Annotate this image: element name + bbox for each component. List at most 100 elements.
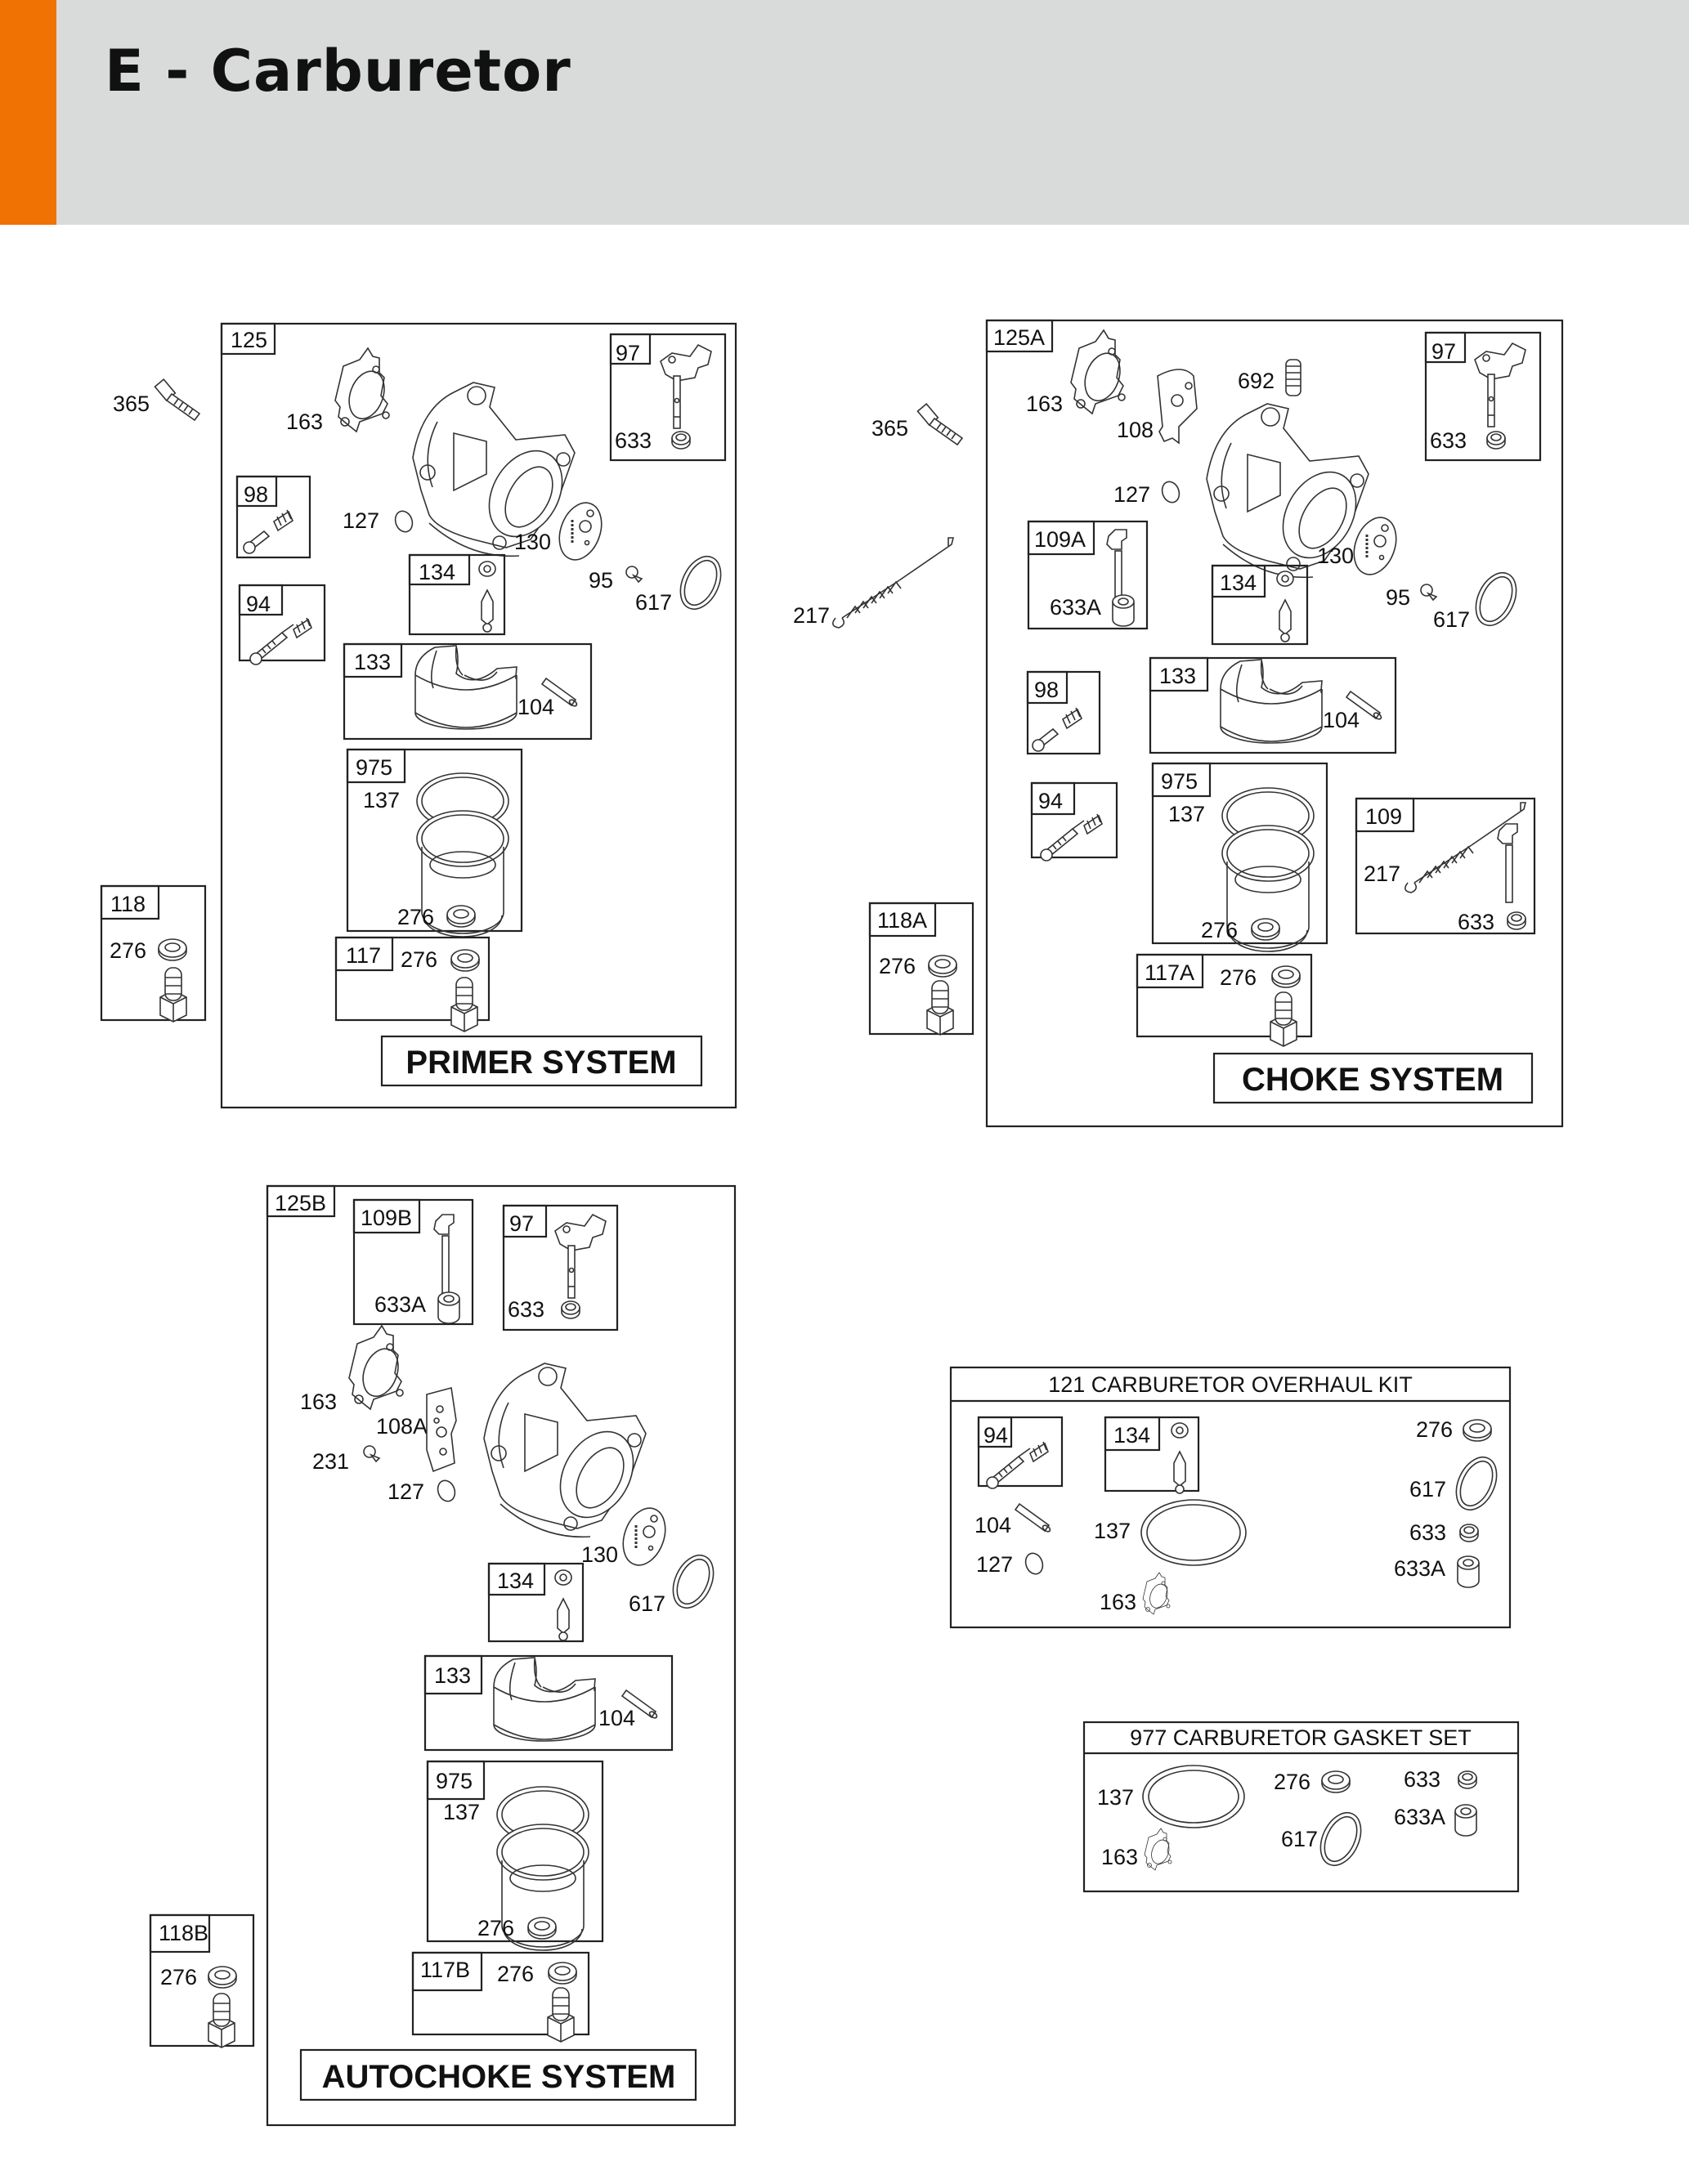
washer-icon [158, 938, 187, 961]
inlet-needle-icon [554, 1569, 572, 1641]
float-icon [1220, 659, 1323, 744]
choke-float-kit-box [1149, 656, 1397, 754]
primer-mixture-screw-kit-label: 94 [246, 592, 271, 616]
washer-icon [1321, 1770, 1351, 1793]
primer-float-plate-label: 130 [514, 530, 551, 554]
autochoke-panel-border [266, 1184, 737, 2127]
primer-idle-screw-kit-label: 98 [244, 482, 268, 507]
primer-bowl-kit-label: 975 [356, 755, 392, 780]
overhaul-kit-panel: 121 CARBURETOR OVERHAUL KIT 94 134 104 1… [949, 1366, 1512, 1629]
seal-icon [1454, 1804, 1477, 1837]
mixture-screw-icon [986, 1441, 1049, 1489]
choke-shaft-kit-box [1355, 797, 1536, 935]
autochoke-choke-kit-label: 109B [361, 1206, 412, 1230]
autochoke-bowl-gasket-label: 137 [443, 1800, 480, 1824]
primer-bowl-nut-washer-label: 276 [110, 938, 146, 963]
primer-nut-washer-label: 276 [401, 947, 437, 972]
autochoke-needle-ref-box [487, 1562, 546, 1596]
autochoke-caption-box [299, 2048, 697, 2101]
choke-needle-kit-label: 134 [1220, 571, 1257, 595]
washer-icon [1251, 918, 1280, 941]
autochoke-bowl-ref-box [426, 1760, 486, 1801]
primer-throttle-kit-ref-box [609, 333, 652, 365]
autochoke-float-pin-label: 104 [598, 1706, 635, 1730]
o-ring-icon [1447, 1450, 1506, 1517]
washer-icon [446, 905, 476, 928]
choke-mixture-screw-kit-label: 94 [1038, 789, 1063, 813]
seal-icon [561, 1300, 580, 1319]
primer-ref-box [220, 322, 276, 356]
mixture-screw-icon [1040, 813, 1103, 862]
bolt-icon [154, 378, 200, 421]
primer-throttle-kit-box [609, 333, 727, 462]
bowl-nut-icon [159, 967, 187, 1023]
gasket-set-o-ring-label: 617 [1281, 1827, 1318, 1851]
primer-bowl-gasket-label: 137 [363, 788, 400, 812]
choke-nut-kit-box [1136, 953, 1313, 1038]
primer-float-ref-box [343, 642, 403, 678]
seal-icon [1459, 1524, 1479, 1542]
primer-mixture-screw-ref-box [238, 584, 284, 616]
bowl-nut-icon [450, 977, 478, 1032]
bowl-nut-icon [1270, 991, 1297, 1047]
autochoke-float-plate-label: 130 [581, 1542, 618, 1567]
choke-spring-small-label: 692 [1238, 369, 1275, 393]
choke-mixture-screw-ref-box [1030, 781, 1076, 816]
choke-assembly-ref: 125A [993, 325, 1045, 350]
o-ring-icon [664, 1548, 723, 1615]
seal-icon [671, 431, 691, 450]
autochoke-welch-plug-label: 127 [388, 1479, 424, 1504]
primer-needle-ref-box [408, 553, 471, 586]
primer-gasket-label: 163 [286, 410, 323, 434]
choke-float-plate-label: 130 [1317, 544, 1354, 568]
choke-screw-label: 95 [1386, 585, 1410, 610]
choke-panel-border [985, 319, 1564, 1128]
inlet-needle-icon [478, 561, 496, 633]
float-pin-icon [1015, 1503, 1052, 1534]
choke-float-pin-label: 104 [1323, 708, 1360, 732]
primer-bowl-nut-ref-box [100, 884, 160, 920]
gasket-set-seal-a-label: 633A [1394, 1805, 1445, 1829]
choke-shaft-ref-box [1355, 797, 1415, 833]
throttle-shaft-icon [1474, 342, 1526, 427]
autochoke-throttle-kit-label: 97 [509, 1211, 534, 1236]
choke-shaft-icon [1497, 823, 1518, 903]
primer-system-panel: 125 365 163 97 633 98 127 130 134 95 617… [100, 322, 737, 1109]
page-title: E - Carburetor [105, 38, 571, 105]
primer-panel-border [220, 322, 737, 1109]
seal-icon [1112, 594, 1135, 627]
gasket-icon [334, 347, 392, 432]
plate-icon [614, 1501, 674, 1573]
autochoke-nut-ref-box [411, 1951, 483, 1992]
welch-plug-icon [1158, 478, 1183, 506]
carburetor-body-icon [412, 382, 578, 557]
choke-ref-box [985, 319, 1054, 353]
gasket-set-bowl-gasket-label: 137 [1097, 1785, 1134, 1810]
autochoke-caption: AUTOCHOKE SYSTEM [322, 2059, 676, 2095]
choke-throttle-kit-box [1424, 331, 1542, 462]
carburetor-body-icon [483, 1363, 649, 1538]
gasket-set-border [1082, 1721, 1520, 1893]
bowl-nut-icon [547, 1987, 575, 2043]
seal-icon [1486, 431, 1506, 450]
seal-icon [1458, 1770, 1477, 1789]
autochoke-gasket-label: 163 [300, 1390, 337, 1414]
overhaul-kit-title: 121 CARBURETOR OVERHAUL KIT [1048, 1372, 1413, 1397]
choke-gasket-label: 163 [1026, 392, 1063, 416]
primer-idle-screw-ref-box [235, 475, 278, 508]
bowl-nut-icon [926, 980, 954, 1036]
autochoke-bowl-washer-label: 276 [477, 1916, 514, 1940]
choke-bowl-nut-washer-label: 276 [879, 954, 916, 978]
gasket-icon [1070, 329, 1127, 414]
choke-kit-ref-box [1027, 520, 1095, 556]
overhaul-o-ring-label: 617 [1409, 1477, 1446, 1502]
choke-plate-icon [1157, 369, 1198, 444]
mixture-screw-icon [249, 617, 312, 665]
primer-throttle-seal-label: 633 [615, 428, 652, 453]
autochoke-nut-kit-box [411, 1951, 590, 2036]
choke-needle-ref-box [1211, 564, 1266, 598]
choke-shaft-spring-label: 217 [1364, 862, 1400, 886]
gasket-icon [1142, 1572, 1172, 1615]
seal-icon [437, 1291, 460, 1324]
idle-screw-icon [243, 509, 293, 554]
